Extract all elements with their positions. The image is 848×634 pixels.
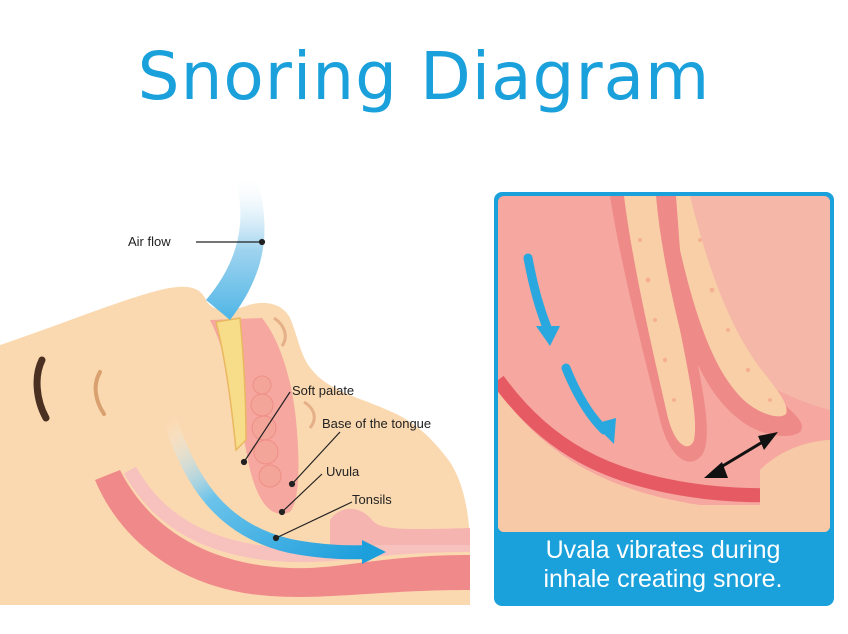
throat-airflow [163,413,377,560]
inset-airway-wall [498,390,830,532]
head-profile [0,180,471,605]
inset-caption: Uvala vibrates during inhale creating sn… [498,536,828,594]
airway-tissue [95,470,470,597]
page-title: Snoring Diagram [137,38,711,115]
label-base-of-tongue: Base of the tongue [322,416,432,431]
inset-airflow-arrow-1 [523,253,553,335]
hard-palate-bone [215,317,247,452]
caption-line-1: Uvala vibrates during [545,536,781,564]
leader-lines [196,238,353,542]
caption-line-2: inhale creating snore. [543,565,783,593]
airflow-arrow-icon [362,540,386,564]
label-soft-palate: Soft palate [292,383,355,398]
label-tonsils: Tonsils [352,492,392,507]
vibration-arrow-right-icon [758,432,778,450]
airflow-stream [206,180,265,320]
label-uvula: Uvula [326,464,360,479]
arrow-down-right-icon [594,418,616,444]
vibration-arrow-left-icon [704,462,728,478]
label-air-flow: Air flow [128,234,171,249]
arrow-down-icon [536,326,560,346]
eyebrow-icon [33,356,50,422]
tongue-base [250,375,282,488]
closed-eye-icon [93,370,106,416]
inset-panel [494,192,834,606]
